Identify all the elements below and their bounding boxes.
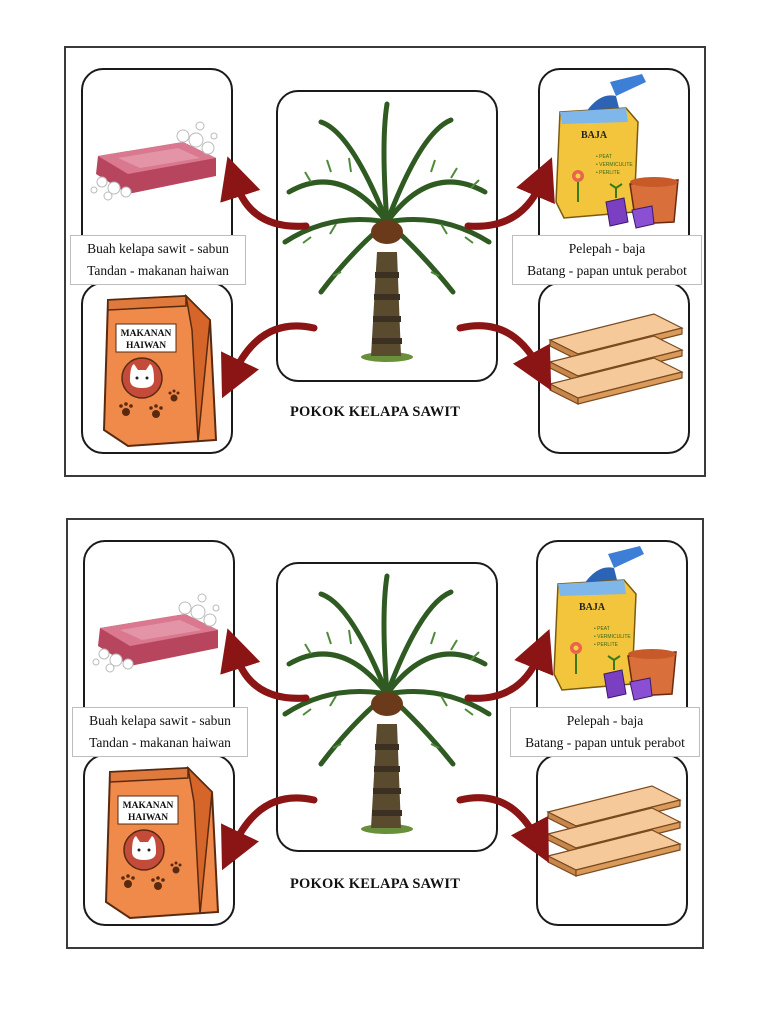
left-label-line-1: Buah kelapa sawit - sabun: [87, 241, 229, 256]
pet-food-bag-icon: MAKANAN HAIWAN: [104, 765, 220, 920]
arrow-to-fertilizer: [464, 157, 555, 230]
wood-board-icon: [546, 785, 682, 877]
left-label-line-2: Tandan - makanan haiwan: [89, 735, 231, 750]
soap-icon: [92, 593, 220, 673]
diagram-title: POKOK KELAPA SAWIT: [290, 404, 461, 420]
right-label-box: Pelepah - baja Batang - papan untuk pera…: [510, 707, 700, 757]
arrow-to-pet-food: [221, 794, 318, 871]
fertilizer-bag-text: BAJA: [579, 602, 606, 613]
right-label-line-1: Pelepah - baja: [568, 241, 646, 256]
left-label-line-2: Tandan - makanan haiwan: [87, 263, 229, 278]
svg-text:• PERLITE: • PERLITE: [594, 642, 619, 648]
pet-food-bag-text-2: HAIWAN: [126, 341, 166, 351]
svg-text:• VERMICULITE: • VERMICULITE: [594, 634, 631, 640]
arrow-to-wood-board: [456, 794, 549, 863]
wood-board-icon: [548, 313, 684, 405]
pet-food-bag-icon: MAKANAN HAIWAN: [102, 293, 218, 448]
pet-food-bag-text-2: HAIWAN: [128, 813, 168, 823]
pet-food-bag-text-1: MAKANAN: [121, 329, 172, 339]
arrows-layer: [220, 156, 555, 399]
left-label-box: Buah kelapa sawit - sabun Tandan - makan…: [72, 707, 248, 757]
fertilizer-bag-text: BAJA: [581, 130, 608, 141]
arrow-to-soap: [220, 156, 310, 230]
arrow-to-fertilizer: [464, 629, 554, 702]
diagram-panel-2: Buah kelapa sawit - sabun Tandan - makan…: [66, 518, 704, 949]
arrow-to-soap: [220, 628, 310, 702]
fertilizer-bag-icon: BAJA • PEAT • VERMICULITE • PERLITE: [555, 74, 679, 229]
palm-tree-icon: [282, 573, 492, 834]
left-label-line-1: Buah kelapa sawit - sabun: [89, 713, 231, 728]
right-label-line-2: Batang - papan untuk perabot: [527, 263, 687, 278]
arrow-to-pet-food: [221, 322, 318, 399]
right-label-line-1: Pelepah - baja: [566, 713, 644, 728]
diagram-title: POKOK KELAPA SAWIT: [290, 876, 461, 892]
diagram-panel-1: Buah kelapa sawit - sabun Tandan - makan…: [64, 46, 706, 477]
svg-text:• PEAT: • PEAT: [596, 154, 612, 160]
pet-food-bag-text-1: MAKANAN: [123, 801, 174, 811]
left-label-box: Buah kelapa sawit - sabun Tandan - makan…: [70, 235, 246, 285]
svg-text:• PEAT: • PEAT: [594, 626, 610, 632]
soap-icon: [90, 121, 218, 201]
svg-text:• VERMICULITE: • VERMICULITE: [596, 162, 633, 168]
right-label-line-2: Batang - papan untuk perabot: [525, 735, 685, 750]
fertilizer-bag-icon: BAJA • PEAT • VERMICULITE • PERLITE: [553, 546, 677, 701]
arrow-to-wood-board: [456, 322, 552, 391]
arrows-layer: [220, 628, 554, 871]
palm-tree-icon: [282, 101, 492, 362]
svg-text:• PERLITE: • PERLITE: [596, 170, 621, 176]
right-label-box: Pelepah - baja Batang - papan untuk pera…: [512, 235, 702, 285]
